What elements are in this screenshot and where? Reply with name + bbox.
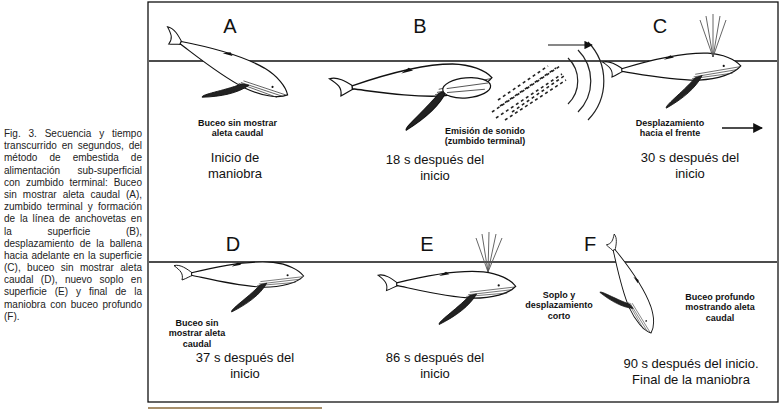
panel-letter: D	[218, 232, 248, 256]
action-label: Soplo y desplazamiento corto	[520, 290, 598, 321]
water-surface	[149, 261, 777, 263]
time-label: 90 s después del inicio. Final de la man…	[608, 356, 774, 387]
direction-arrow	[548, 44, 592, 45]
whale-figure	[174, 262, 304, 312]
rule-line	[148, 407, 322, 409]
anchovy-school	[492, 66, 566, 120]
action-label: Buceo sin mostrar aleta caudal	[158, 318, 236, 349]
time-label: 37 s después del inicio	[185, 350, 305, 381]
panel-letter: B	[405, 14, 435, 38]
panel-letter: E	[412, 232, 442, 256]
action-label: Emisión de sonido (zumbido terminal)	[440, 126, 530, 147]
sound-waves	[568, 42, 604, 120]
whale-figure	[329, 60, 496, 136]
action-label: Buceo profundo mostrando aleta caudal	[670, 292, 770, 323]
whale-figure	[378, 271, 516, 324]
blow-spout	[476, 232, 502, 272]
whale-figure	[602, 51, 742, 111]
blow-spout	[700, 14, 726, 57]
time-label: 18 s después del inicio	[375, 152, 495, 183]
panel-letter: F	[575, 232, 605, 256]
figure-caption: Fig. 3. Secuencia y tiempo transcurrido …	[4, 128, 142, 323]
whale-figure	[147, 23, 294, 129]
direction-arrow	[722, 127, 762, 128]
time-label: Inicio de maniobra	[185, 150, 285, 181]
action-label: Desplazamiento hacia el frente	[625, 118, 715, 139]
panel-letter: A	[215, 14, 245, 38]
time-label: 86 s después del inicio	[375, 350, 495, 381]
action-label: Buceo sin mostrar aleta caudal	[190, 118, 285, 139]
panel-letter: C	[645, 14, 675, 38]
time-label: 30 s después del inicio	[630, 150, 750, 181]
